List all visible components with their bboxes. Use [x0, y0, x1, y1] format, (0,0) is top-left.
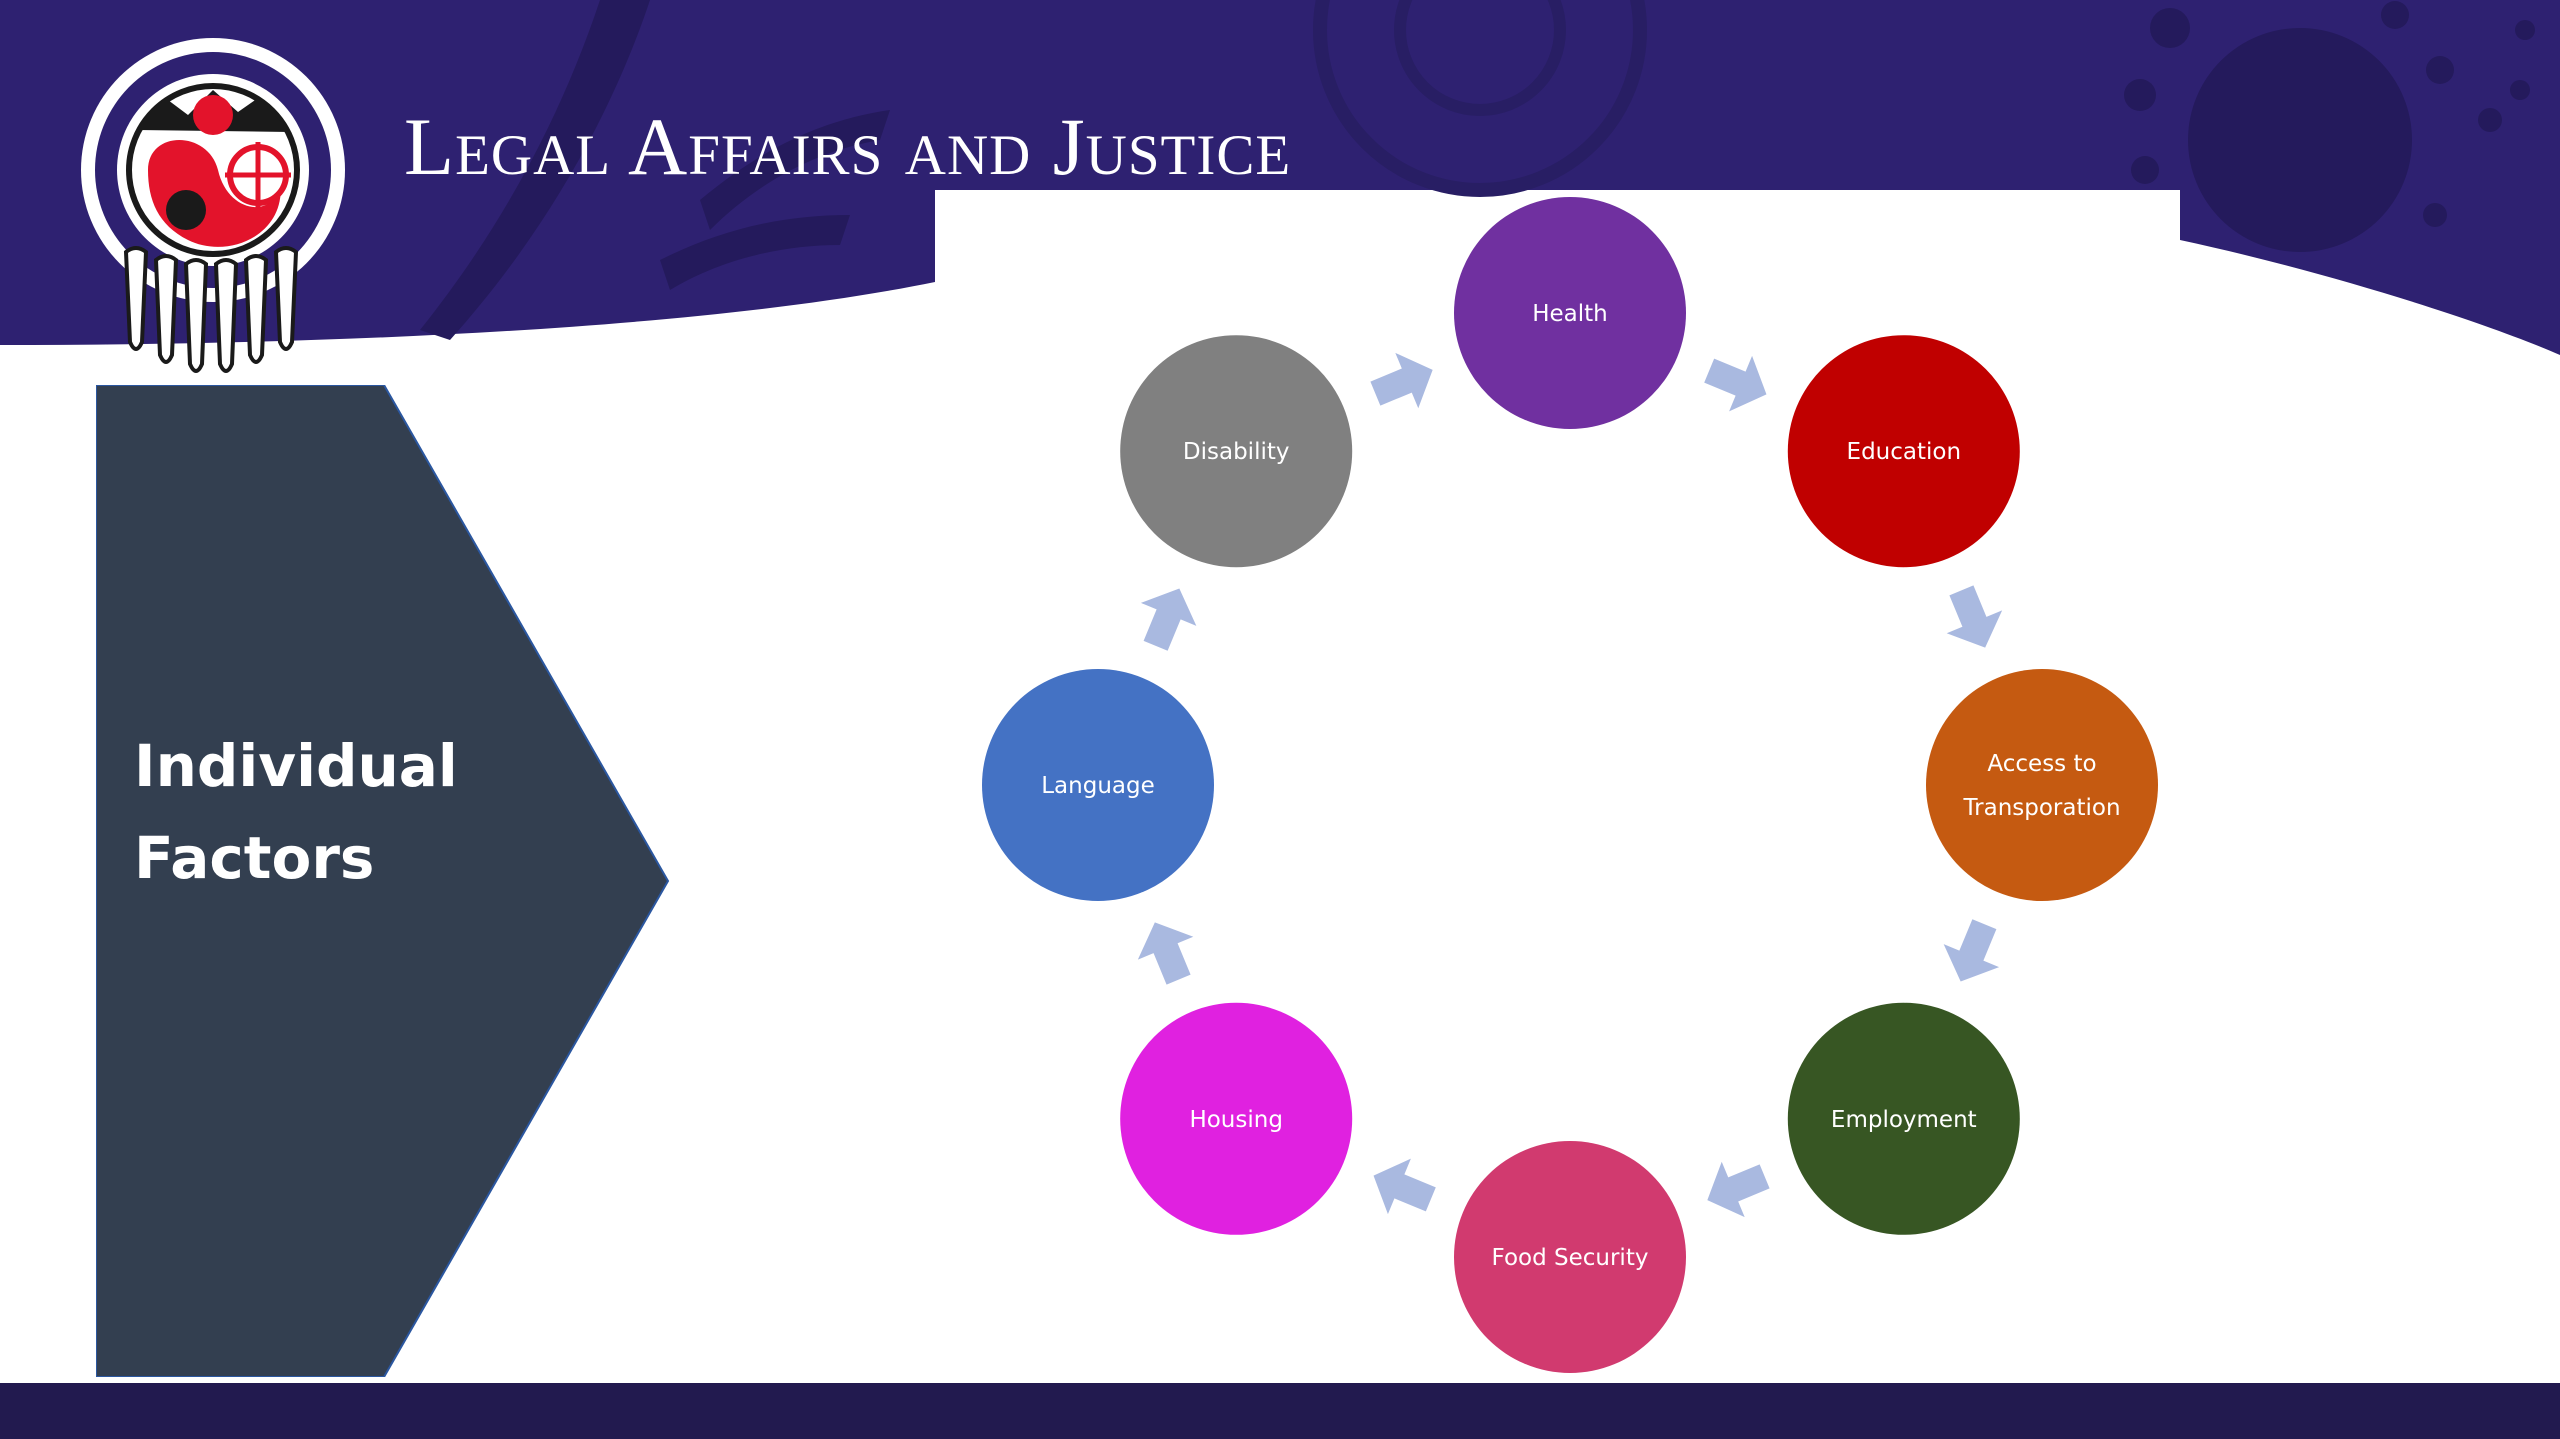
cycle-node-label: Health	[1532, 301, 1608, 327]
cycle-arrow-icon	[1707, 1161, 1770, 1218]
cycle-node-health: Health	[1454, 197, 1686, 429]
cycle-node-access-to-transporation: Access to Transporation	[1926, 669, 2158, 901]
cycle-arrow-icon	[1704, 355, 1767, 412]
side-panel-title-line2: Factors	[134, 824, 375, 892]
cycle-node-label: Food Security	[1492, 1245, 1649, 1271]
cycle-arrow-icon	[1373, 1158, 1436, 1215]
cycle-node-circle	[1787, 335, 2020, 568]
cycle-node-label: Employment	[1831, 1107, 1977, 1133]
cycle-arrow-icon	[1943, 919, 2000, 982]
cycle-node-housing: Housing	[1120, 1002, 1353, 1235]
cycle-node-food-security: Food Security	[1454, 1141, 1686, 1373]
cycle-node-label: Transporation	[1962, 795, 2120, 821]
cycle-node-label: Access to	[1987, 751, 2096, 777]
side-panel-title-line1: Individual	[134, 732, 458, 800]
cycle-node-disability: Disability	[1120, 335, 1353, 568]
cycle-node-label: Disability	[1183, 439, 1290, 465]
cycle-node-label: Language	[1041, 773, 1155, 799]
cycle-node-language: Language	[982, 669, 1214, 901]
chevron-panel	[96, 385, 670, 1377]
banner-decoration	[420, 0, 2535, 340]
cycle-node-label: Education	[1847, 439, 1962, 465]
afn-medallion-logo	[81, 38, 345, 373]
cycle-node-circle	[1926, 669, 2158, 901]
cycle-node-employment: Employment	[1787, 1002, 2020, 1235]
cycle-arrow-icon	[1137, 922, 1194, 985]
cycle-node-circle	[1120, 335, 1353, 568]
footer-bar	[0, 1383, 2560, 1439]
cycle-node-circle	[1454, 197, 1686, 429]
side-panel-title: Individual Factors	[134, 720, 458, 904]
cycle-arrow-icon	[1946, 585, 2003, 648]
cycle-node-circle	[1120, 1002, 1353, 1235]
cycle-node-circle	[1787, 1002, 2020, 1235]
header-banner	[0, 0, 2560, 355]
cycle-node-circle	[1454, 1141, 1686, 1373]
banner-shape	[0, 0, 2560, 355]
cycle-node-education: Education	[1787, 335, 2020, 568]
org-title: Legal Affairs and Justice	[404, 101, 1292, 192]
cycle-arrow-icon	[1140, 588, 1197, 651]
cycle-node-circle	[982, 669, 1214, 901]
cycle-arrow-icon	[1370, 352, 1433, 409]
cycle-node-label: Housing	[1189, 1107, 1283, 1133]
